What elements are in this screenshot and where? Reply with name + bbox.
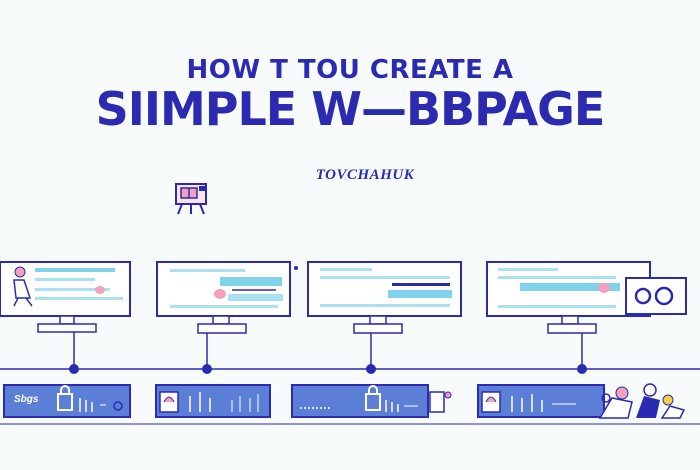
monitor-1 xyxy=(0,261,131,374)
camera-icon xyxy=(175,183,207,215)
person-figure-icon xyxy=(13,266,33,307)
page-title-line2: SIIMPLE W—BBPAGE xyxy=(95,82,606,136)
timeline-bar-3 xyxy=(291,384,452,418)
document-icon xyxy=(429,391,452,413)
timeline-bar-2 xyxy=(155,384,271,418)
people-icon xyxy=(598,383,686,419)
page-subtitle: TOVCHAHUK xyxy=(315,167,415,183)
monitor-4 xyxy=(486,261,687,374)
page-title-line1: HOW T TOU CREATE A xyxy=(186,55,514,85)
timeline-bar-1-label: Sbgs xyxy=(14,394,39,405)
user-avatar-icon xyxy=(625,277,687,315)
timeline-bar-1 xyxy=(3,384,131,418)
lock-icon xyxy=(57,385,73,411)
monitor-2 xyxy=(156,261,291,374)
monitor-3 xyxy=(307,261,462,374)
timeline-bar-4 xyxy=(477,383,686,419)
